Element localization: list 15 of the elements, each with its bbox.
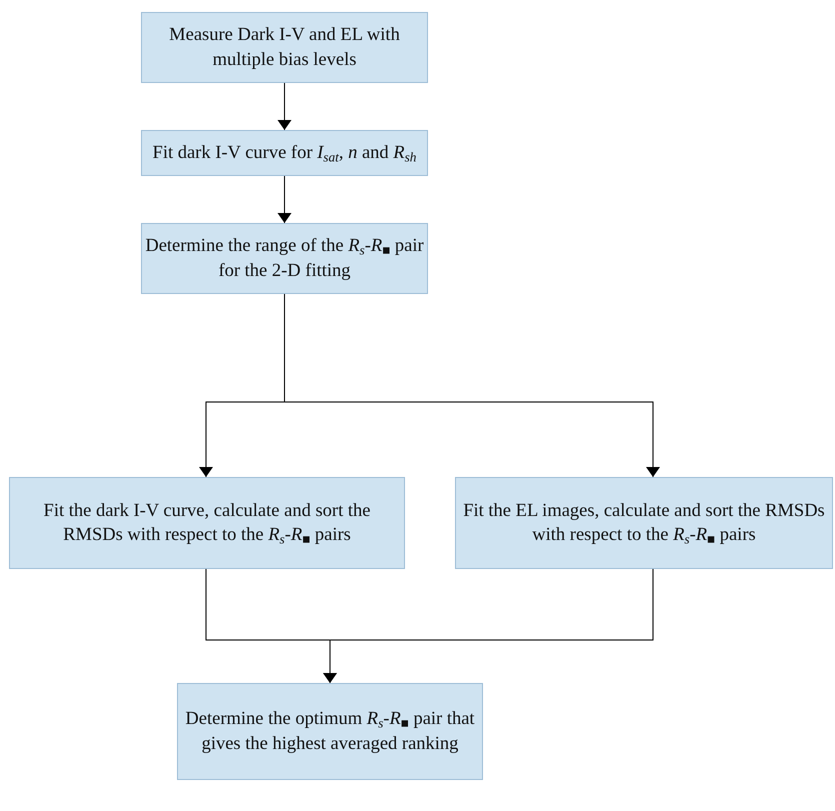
process-box bbox=[9, 477, 405, 569]
process-box bbox=[177, 683, 483, 780]
process-box bbox=[141, 130, 428, 176]
box-text: Fit the dark I-V curve, calculate and sort the RMSDs with respect to the R$_{s}$-R$_{■}$ pairs bbox=[42, 500, 372, 548]
box-text: Measure Dark I-V and EL with multiple bias levels bbox=[168, 24, 401, 72]
box-text: Determine the range of the R$_{s}$-R$_{■}$ pair for the 2-D fitting bbox=[145, 235, 424, 282]
box-text: Fit dark I-V curve for I$_{sat}$, n and R$_{sh}$ bbox=[152, 142, 416, 166]
process-box bbox=[455, 477, 833, 569]
arrow bbox=[323, 568, 654, 684]
process-box bbox=[141, 223, 428, 294]
box-text: Fit the EL images, calculate and sort the RMSDs with respect to the R$_{s}$-R$_{■}$ pairs bbox=[462, 500, 826, 548]
arrow bbox=[278, 82, 292, 130]
box-text: Determine the optimum R$_{s}$-R$_{■}$ pair that gives the highest averaged ranking bbox=[184, 708, 476, 756]
process-box bbox=[141, 12, 428, 83]
arrow bbox=[278, 176, 292, 224]
